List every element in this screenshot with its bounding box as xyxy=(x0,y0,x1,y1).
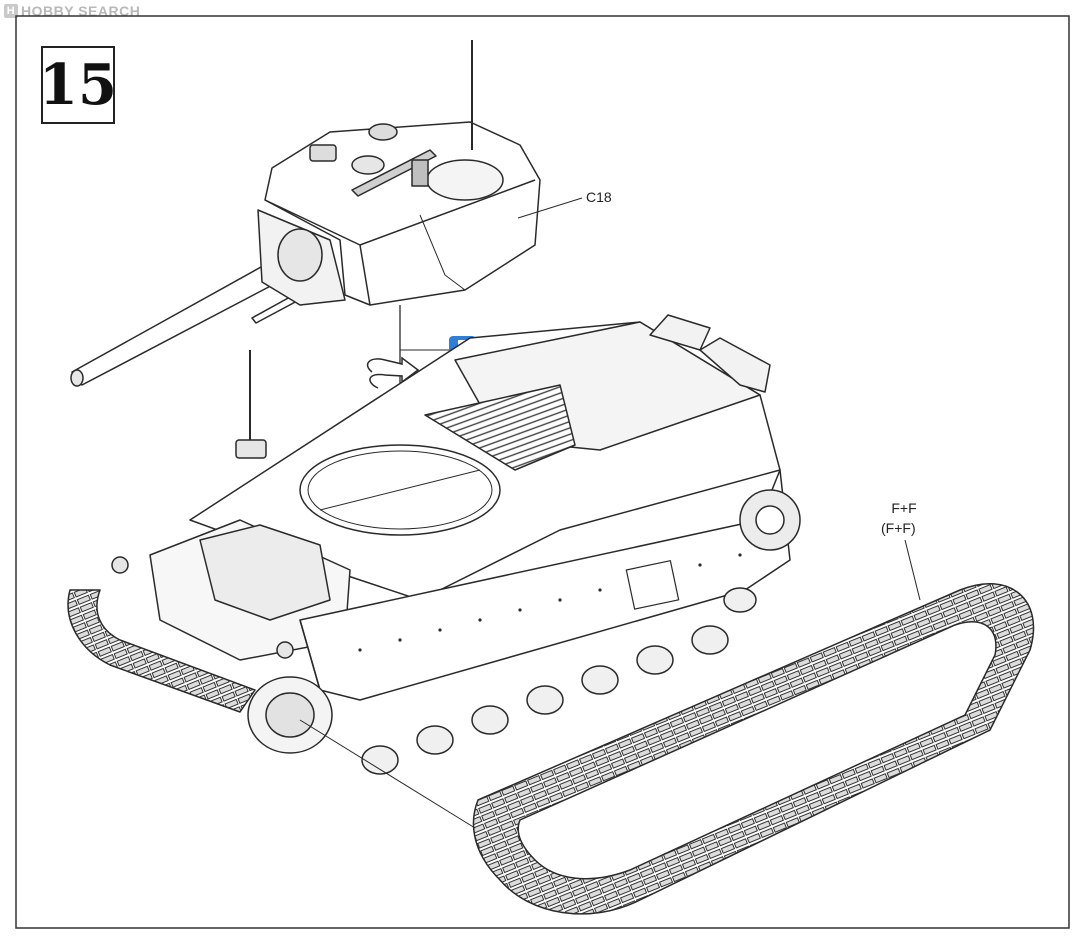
part-label-c18: C18 xyxy=(586,189,612,205)
turret-roof-edge xyxy=(359,179,536,246)
rear-stowage-box xyxy=(649,314,711,351)
part-label-track: F+F xyxy=(891,500,917,516)
track-leader xyxy=(904,539,921,601)
engine-grille xyxy=(424,384,576,471)
step-number: 15 xyxy=(39,52,117,118)
c18-leader xyxy=(517,197,583,219)
periscope-cover xyxy=(368,123,398,141)
left-track-front xyxy=(67,589,256,713)
track-inner xyxy=(517,621,997,880)
watermark-badge: H xyxy=(4,4,18,18)
turret-ring-inner xyxy=(307,450,493,530)
turret xyxy=(70,40,541,387)
turret-seam xyxy=(419,214,466,291)
leader-lines xyxy=(299,197,921,829)
watermark: H HOBBY SEARCH xyxy=(4,3,140,19)
muzzle xyxy=(70,369,84,387)
turret-ring xyxy=(299,444,501,536)
rotate-arrow-icon xyxy=(366,356,420,389)
driver-hatch-area xyxy=(199,524,331,621)
step-number-box: 15 xyxy=(39,46,117,124)
loader-hatch xyxy=(351,155,385,175)
mg-mount xyxy=(411,159,429,187)
hull-side-front-edge xyxy=(299,619,321,691)
vision-block xyxy=(309,144,337,162)
watermark-text: HOBBY SEARCH xyxy=(21,3,141,19)
road-wheels xyxy=(361,587,757,775)
left-headlight xyxy=(111,556,129,574)
antenna-base xyxy=(235,439,267,459)
hull-track-leader xyxy=(299,719,476,829)
rear-stowage-box-2 xyxy=(699,337,771,393)
turret-ring-line xyxy=(319,469,481,511)
track-assembly xyxy=(472,583,1035,915)
hull xyxy=(67,314,801,775)
sprocket-hub xyxy=(755,505,785,535)
right-headlight xyxy=(276,641,294,659)
page-frame xyxy=(15,15,1070,929)
commander-cupola xyxy=(426,159,504,201)
side-access-panel xyxy=(625,560,680,610)
hull-rivets xyxy=(358,553,742,652)
part-label-track-alt: (F+F) xyxy=(881,520,916,536)
idler-hub xyxy=(265,692,315,738)
mantlet-ring xyxy=(277,228,323,282)
